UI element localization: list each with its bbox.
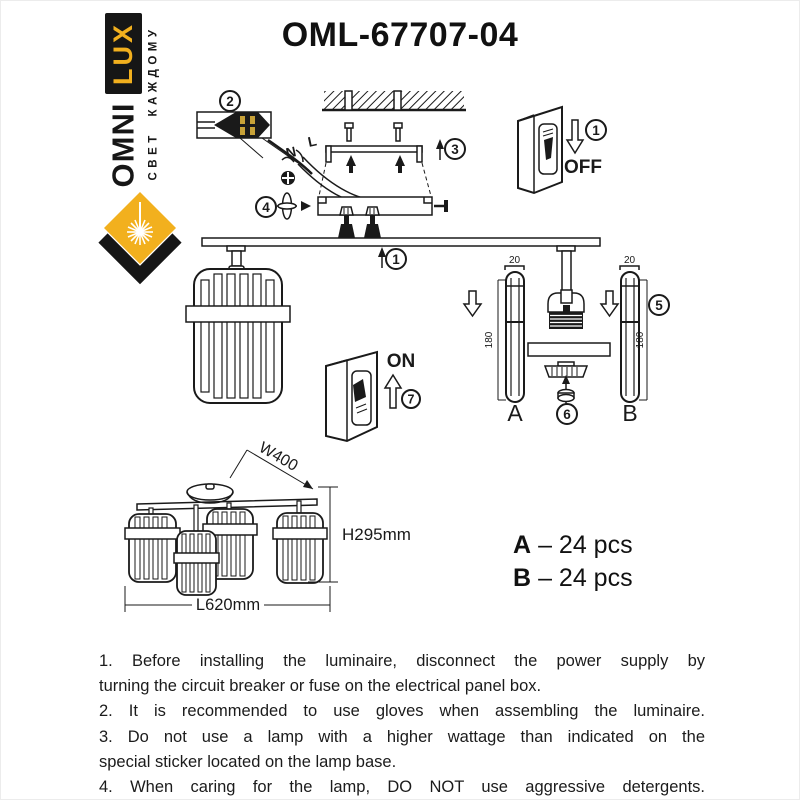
instruction-line: 4. When caring for the lamp, DO NOT use … xyxy=(99,778,705,797)
height-dimension: H295mm xyxy=(342,525,411,544)
part-a-label: A xyxy=(507,400,523,426)
logo-diamond-icon xyxy=(98,192,182,285)
wing-nut-step: 4 xyxy=(255,192,311,220)
instruction-line: turning the circuit breaker or fuse on t… xyxy=(99,677,542,696)
step-7-number: 7 xyxy=(408,393,415,407)
step-1-number: 1 xyxy=(392,252,400,267)
up-arrow-icon xyxy=(436,139,444,149)
part-a-label: A xyxy=(513,531,532,559)
pendant-shade xyxy=(185,268,291,404)
shade-icon xyxy=(124,507,181,583)
shade-icon xyxy=(173,504,220,596)
part-b-label: B xyxy=(513,564,532,592)
instruction-line: special sticker located on the lamp base… xyxy=(99,752,397,771)
on-label: ON xyxy=(387,351,416,372)
page-title: OML-67707-04 xyxy=(281,16,519,54)
side-screw-icon xyxy=(444,200,448,212)
stud-icon xyxy=(364,224,381,238)
shade-icon xyxy=(272,500,328,584)
toggle-lever-icon xyxy=(353,379,366,402)
instruction-line: 1. Before installing the luminaire, disc… xyxy=(99,652,705,670)
down-arrow-icon xyxy=(462,290,483,318)
socket-assembly: 6 xyxy=(527,289,611,425)
step-2-number: 2 xyxy=(226,94,234,109)
logo-lux-box: LUX xyxy=(105,13,142,94)
instruction-line: 2. It is recommended to use gloves when … xyxy=(99,702,705,721)
mounting-plate xyxy=(317,196,448,238)
rod-part-b: 20 180 5 B xyxy=(599,255,670,426)
rod-part-a: 20 180 A xyxy=(462,255,525,426)
step-3-number: 3 xyxy=(451,142,459,157)
dimension-drawing: W400 xyxy=(124,439,411,614)
step-5-number: 5 xyxy=(655,298,663,313)
rod-length-label: 180 xyxy=(635,331,646,348)
supply-wires: N L xyxy=(281,132,374,207)
step-4-number: 4 xyxy=(262,200,270,215)
step-1-number: 1 xyxy=(592,123,600,138)
toggle-lever-icon xyxy=(544,137,553,160)
quantity-row-b: B– 24 pcs xyxy=(513,562,633,595)
safety-instructions: 1. Before installing the luminaire, disc… xyxy=(99,649,705,800)
wire-label-n: N xyxy=(284,143,297,161)
instruction-line: 3. Do not use a lamp with a higher watta… xyxy=(99,727,705,746)
length-dimension: L620mm xyxy=(196,596,260,614)
part-quantities: A– 24 pcs B– 24 pcs xyxy=(513,529,633,595)
terminal-block-callout: 2 xyxy=(196,90,313,175)
ceiling-cross-section xyxy=(322,90,466,112)
rod-width-label: 20 xyxy=(624,255,636,266)
up-arrow-icon xyxy=(383,373,403,409)
rod-length-label: 180 xyxy=(484,331,495,348)
part-b-quantity: – 24 pcs xyxy=(538,564,633,592)
off-label: OFF xyxy=(564,157,602,178)
wire-label-l: L xyxy=(306,132,318,150)
step-6-number: 6 xyxy=(563,407,571,422)
right-arrow-icon xyxy=(301,201,311,211)
off-switch: 1 OFF xyxy=(517,105,607,195)
down-arrow-icon xyxy=(599,290,620,318)
quantity-row-a: A– 24 pcs xyxy=(513,529,633,562)
part-a-quantity: – 24 pcs xyxy=(538,531,633,559)
width-dimension: W400 xyxy=(256,439,301,475)
rod-width-label: 20 xyxy=(509,255,521,266)
part-b-label: B xyxy=(622,400,637,426)
up-arrow-icon xyxy=(378,247,386,257)
starburst-icon xyxy=(127,202,153,245)
mounting-bracket: 3 xyxy=(318,122,466,197)
up-arrow-icon xyxy=(562,375,570,384)
on-switch: ON 7 xyxy=(325,350,421,443)
stud-icon xyxy=(338,224,355,238)
down-arrow-icon xyxy=(565,119,585,155)
phillips-screw-icon xyxy=(281,171,295,185)
